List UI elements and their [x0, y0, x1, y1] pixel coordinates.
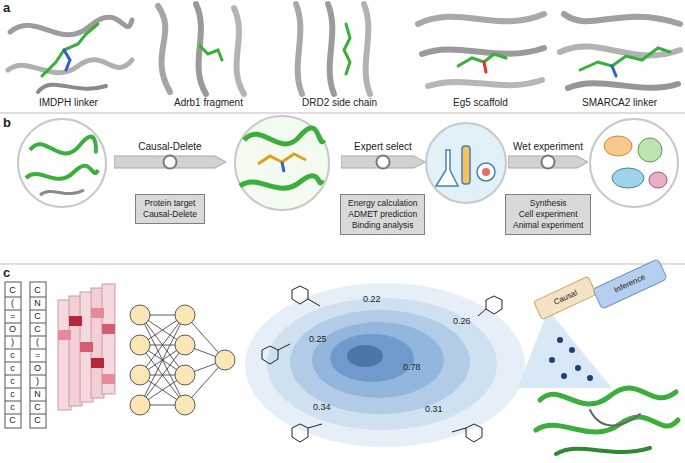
- step-heading: Causal-Delete: [114, 140, 226, 153]
- smiles-token: c: [9, 401, 16, 414]
- protein-structure: [536, 388, 678, 454]
- smiles-token: c: [9, 362, 16, 375]
- step-detail: Animal experiment: [513, 220, 583, 231]
- step-detail: Synthesis: [513, 198, 583, 209]
- structure-caption: DRD2 side chain: [302, 97, 377, 109]
- structure-caption: SMARCA2 linker: [582, 97, 657, 109]
- token-column: [5, 282, 46, 428]
- similarity-score: 0.78: [403, 362, 421, 372]
- smiles-token: (: [34, 336, 41, 349]
- smiles-token: C: [9, 284, 16, 297]
- step-detail-box: Protein targetCausal-Delete: [135, 194, 205, 224]
- smiles-token: C: [34, 401, 41, 414]
- smiles-token: N: [34, 388, 41, 401]
- smiles-token: O: [9, 323, 16, 336]
- pipeline-step: Causal-Delete: [114, 140, 226, 171]
- step-detail-box: Energy calculationADMET predictionBindin…: [340, 194, 425, 235]
- smiles-token: =: [34, 349, 41, 362]
- smiles-column: C(=O)cccccC: [9, 284, 16, 427]
- pipeline-step: Wet experiment: [508, 140, 588, 171]
- panel-divider: [0, 113, 685, 114]
- protein-structure: [8, 4, 680, 94]
- smiles-token: O: [34, 362, 41, 375]
- causal-inference-torch: [518, 259, 667, 388]
- smiles-token: C: [34, 310, 41, 323]
- similarity-score: 0.25: [309, 334, 327, 344]
- step-arrow: [341, 153, 425, 171]
- smiles-token: =: [9, 310, 16, 323]
- smiles-token: c: [9, 388, 16, 401]
- step-detail-box: SynthesisCell experimentAnimal experimen…: [505, 194, 591, 235]
- structure-caption: Eg5 scaffold: [453, 97, 508, 109]
- pipeline-step: Expert select: [341, 140, 425, 171]
- smiles-token: C: [9, 414, 16, 427]
- embedding-heatmap: [58, 284, 115, 410]
- smiles-token: c: [9, 375, 16, 388]
- step-arrow: [114, 153, 226, 171]
- step-heading: Expert select: [341, 140, 425, 153]
- neural-network: [130, 305, 235, 415]
- step-detail: Cell experiment: [513, 209, 583, 220]
- similarity-score: 0.34: [313, 402, 331, 412]
- panel-letter: b: [3, 116, 11, 131]
- step-detail: Protein target: [143, 198, 197, 209]
- panel-letter: a: [3, 1, 10, 16]
- step-detail: Energy calculation: [348, 198, 417, 209]
- molecule-sketch: [262, 286, 502, 442]
- step-detail: Causal-Delete: [143, 209, 197, 220]
- structure-caption: IMDPH linker: [39, 97, 98, 109]
- step-heading: Wet experiment: [508, 140, 588, 153]
- chemical-space-contour: [245, 283, 525, 447]
- step-detail: Binding analysis: [348, 220, 417, 231]
- similarity-score: 0.31: [425, 404, 443, 414]
- smiles-token: C: [34, 414, 41, 427]
- smiles-token: C: [34, 323, 41, 336]
- smiles-token: (: [9, 297, 16, 310]
- smiles-column: CNCC(=O)NCC: [34, 284, 41, 427]
- smiles-token: ): [9, 336, 16, 349]
- smiles-token: C: [34, 284, 41, 297]
- similarity-score: 0.22: [363, 294, 381, 304]
- smiles-token: c: [9, 349, 16, 362]
- step-detail: ADMET prediction: [348, 209, 417, 220]
- similarity-score: 0.26: [453, 316, 471, 326]
- smiles-token: N: [34, 297, 41, 310]
- panel-letter: c: [3, 266, 10, 281]
- panel-divider: [0, 264, 685, 265]
- smiles-token: ): [34, 375, 41, 388]
- structure-caption: Adrb1 fragment: [174, 97, 243, 109]
- step-arrow: [508, 153, 588, 171]
